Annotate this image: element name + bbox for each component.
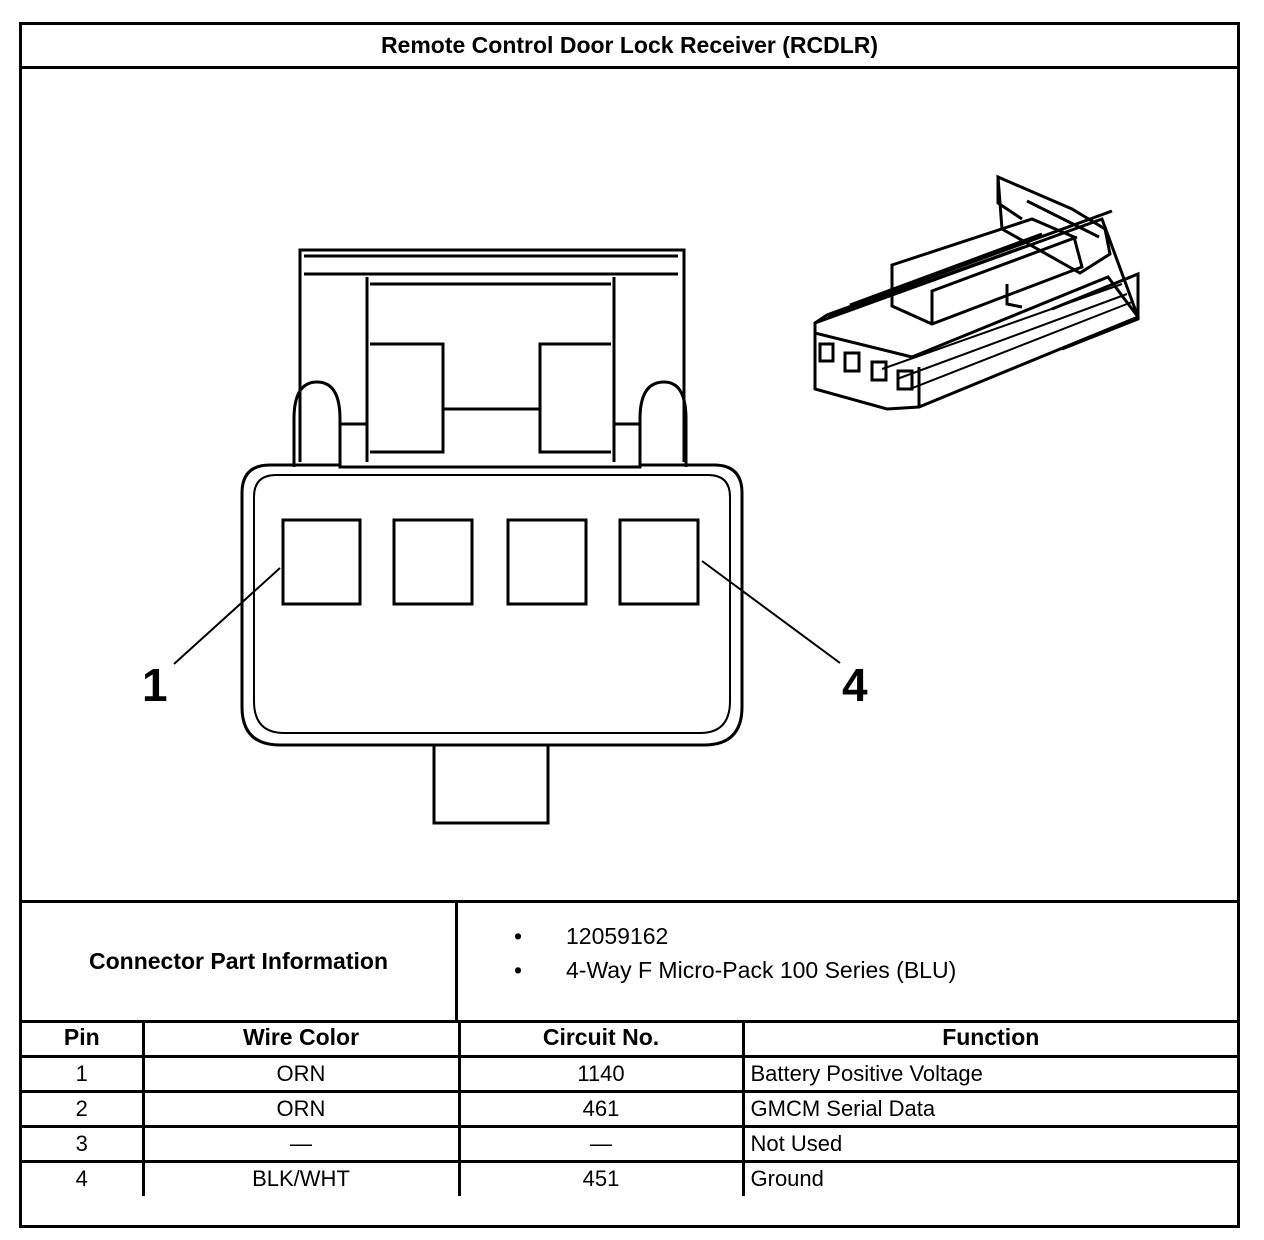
table-row: 1 ORN 1140 Battery Positive Voltage <box>22 1054 1237 1093</box>
part-number: 12059162 <box>566 923 669 949</box>
connector-body <box>240 463 744 825</box>
callout-label-4: 4 <box>842 659 868 711</box>
connector-part-info-label: Connector Part Information <box>22 903 458 1020</box>
3d-pin-cavity-3 <box>870 360 888 382</box>
connector-description: 4-Way F Micro-Pack 100 Series (BLU) <box>566 957 957 983</box>
callout-label-1: 1 <box>142 659 168 711</box>
pin-table: Pin Wire Color Circuit No. Function 1 OR… <box>22 1021 1237 1196</box>
pin-cell: 3 <box>22 1124 145 1163</box>
function-cell: Ground <box>741 1159 1237 1196</box>
connector-diagram: 1 4 <box>22 69 1237 900</box>
pin-cavity-3 <box>506 518 588 606</box>
pin-cavity-4 <box>618 518 700 606</box>
3d-pin-cavity-1 <box>818 342 835 363</box>
connector-3d-view <box>813 174 1140 411</box>
pin-cavity-2 <box>392 518 474 606</box>
wire-color-cell: BLK/WHT <box>141 1159 461 1196</box>
list-item: • 4-Way F Micro-Pack 100 Series (BLU) <box>514 953 956 987</box>
connector-latch <box>298 248 686 462</box>
pin-cell: 1 <box>22 1054 145 1093</box>
circuit-cell: — <box>457 1124 745 1163</box>
wire-color-cell: ORN <box>141 1054 461 1093</box>
header-wire-color: Wire Color <box>141 1021 461 1058</box>
circuit-cell: 451 <box>457 1159 745 1196</box>
wire-color-cell: — <box>141 1124 461 1163</box>
pin-cell: 2 <box>22 1089 145 1128</box>
3d-pin-cavity-2 <box>843 351 861 373</box>
pin-cavities <box>281 518 700 606</box>
circuit-cell: 461 <box>457 1089 745 1128</box>
bullet-icon: • <box>514 923 523 949</box>
header-function: Function <box>741 1021 1237 1058</box>
circuit-cell: 1140 <box>457 1054 745 1093</box>
list-item: • 12059162 <box>514 919 956 953</box>
function-cell: GMCM Serial Data <box>741 1089 1237 1128</box>
connector-face-drawing: 1 4 <box>142 174 1140 825</box>
function-cell: Not Used <box>741 1124 1237 1163</box>
connector-posts <box>292 380 688 467</box>
function-cell: Battery Positive Voltage <box>741 1054 1237 1093</box>
pin-cavity-1 <box>281 518 362 606</box>
sheet-title: Remote Control Door Lock Receiver (RCDLR… <box>22 25 1237 69</box>
bullet-icon: • <box>514 957 523 983</box>
table-row: 2 ORN 461 GMCM Serial Data <box>22 1089 1237 1128</box>
callout-leader-1 <box>173 567 281 665</box>
wire-color-cell: ORN <box>141 1089 461 1128</box>
3d-pin-cavity-4 <box>896 369 914 391</box>
connector-sheet: Remote Control Door Lock Receiver (RCDLR… <box>19 22 1240 1228</box>
table-row: 3 — — Not Used <box>22 1124 1237 1163</box>
callout-leader-4 <box>701 560 841 664</box>
connector-part-info: Connector Part Information • 12059162 • … <box>22 900 1237 1023</box>
table-header-row: Pin Wire Color Circuit No. Function <box>22 1021 1237 1058</box>
connector-part-info-list: • 12059162 • 4-Way F Micro-Pack 100 Seri… <box>514 919 956 987</box>
header-circuit-no: Circuit No. <box>457 1021 745 1058</box>
header-pin: Pin <box>22 1021 145 1058</box>
pin-cell: 4 <box>22 1159 145 1196</box>
table-row: 4 BLK/WHT 451 Ground <box>22 1159 1237 1196</box>
